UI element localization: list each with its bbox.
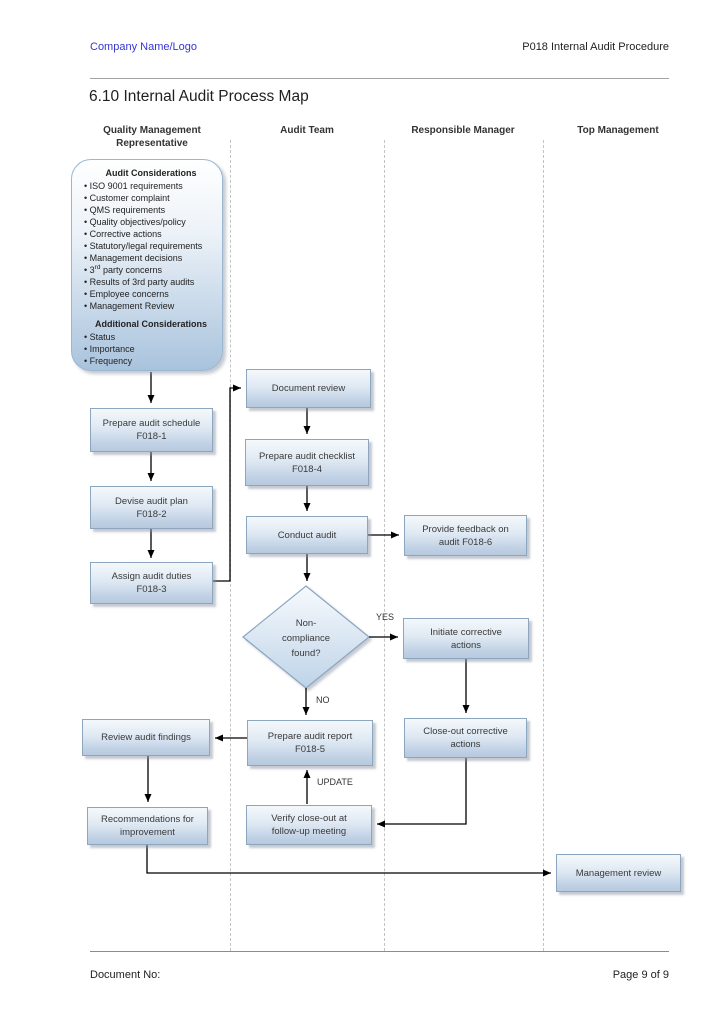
consideration-item: Frequency xyxy=(84,355,218,367)
lane-header-top-management: Top Management xyxy=(577,125,659,136)
page-number: Page 9 of 9 xyxy=(612,969,669,981)
consideration-item: ISO 9001 requirements xyxy=(84,180,218,192)
considerations-title: Audit Considerations xyxy=(105,168,197,178)
company-logo-text: Company Name/Logo xyxy=(90,41,198,53)
node-provide-feedback: Provide feedback on audit F018-6 xyxy=(404,515,527,556)
node-prepare-audit-report: Prepare audit report F018-5 xyxy=(247,720,373,766)
consideration-item: Management decisions xyxy=(84,252,218,264)
consideration-item: Statutory/legal requirements xyxy=(84,240,218,252)
label-no: NO xyxy=(316,695,330,705)
document-reference: P018 Internal Audit Procedure xyxy=(522,41,669,53)
lane-divider xyxy=(384,140,385,951)
third-party-base: 3 xyxy=(89,265,95,275)
header-divider xyxy=(90,78,669,79)
lane-header-responsible-manager: Responsible Manager xyxy=(411,125,515,136)
decision-non-compliance-label: Non- compliance found? xyxy=(281,618,331,659)
consideration-item-third-party: 3rd party concerns xyxy=(84,264,218,276)
consideration-item: Importance xyxy=(84,343,218,355)
node-devise-audit-plan: Devise audit plan F018-2 xyxy=(90,486,213,529)
node-initiate-corrective-actions: Initiate corrective actions xyxy=(403,618,529,659)
node-conduct-audit: Conduct audit xyxy=(246,516,368,554)
footer-divider xyxy=(90,951,669,952)
consideration-item: Management Review xyxy=(84,300,218,312)
label-update: UPDATE xyxy=(317,777,353,787)
lane-divider xyxy=(230,140,231,951)
node-prepare-audit-schedule: Prepare audit schedule F018-1 xyxy=(90,408,213,452)
consideration-item: Employee concerns xyxy=(84,288,218,300)
consideration-item: Corrective actions xyxy=(84,228,218,240)
node-prepare-audit-checklist: Prepare audit checklist F018-4 xyxy=(245,439,369,486)
node-review-audit-findings: Review audit findings xyxy=(82,719,210,756)
consideration-item: Customer complaint xyxy=(84,192,218,204)
lane-header-quality-management-representative: Quality Management Representative xyxy=(103,125,201,149)
additional-considerations-title: Additional Considerations xyxy=(94,319,207,329)
document-number-label: Document No: xyxy=(90,969,161,981)
section-title: 6.10 Internal Audit Process Map xyxy=(89,88,309,105)
consideration-item: Status xyxy=(84,331,218,343)
node-assign-audit-duties: Assign audit duties F018-3 xyxy=(90,562,213,604)
third-party-sup: rd xyxy=(94,264,101,271)
node-recommendations-for-improvement: Recommendations for improvement xyxy=(87,807,208,845)
node-document-review: Document review xyxy=(246,369,371,408)
consideration-item: Results of 3rd party audits xyxy=(84,276,218,288)
label-yes: YES xyxy=(375,612,394,622)
lane-divider xyxy=(543,140,544,951)
node-management-review: Management review xyxy=(556,854,681,892)
third-party-rest: party concerns xyxy=(100,265,162,275)
node-verify-closeout: Verify close-out at follow-up meeting xyxy=(246,805,372,845)
audit-considerations-box: Audit Considerations ISO 9001 requiremen… xyxy=(71,159,223,371)
node-closeout-corrective-actions: Close-out corrective actions xyxy=(404,718,527,758)
consideration-item: Quality objectives/policy xyxy=(84,216,218,228)
consideration-item: QMS requirements xyxy=(84,204,218,216)
lane-header-audit-team: Audit Team xyxy=(280,125,334,136)
